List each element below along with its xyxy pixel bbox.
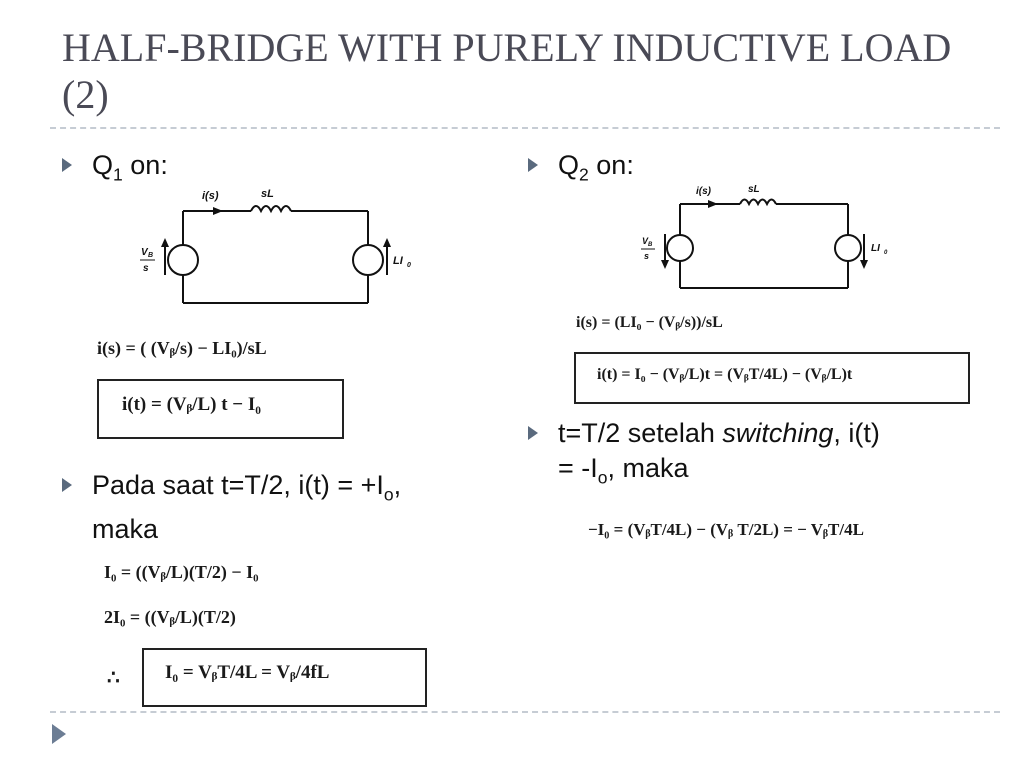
svg-text:LI: LI — [393, 255, 404, 267]
equation-io-2: 2I₀ = ((Vᵦ/L)(T/2) — [104, 607, 236, 627]
svg-text:0: 0 — [884, 250, 888, 256]
current-label: i(s) — [696, 186, 712, 197]
equation-it-q1: i(t) = (Vᵦ/L) t − I₀ — [122, 394, 261, 415]
svg-text:0: 0 — [407, 262, 411, 269]
current-label: i(s) — [202, 190, 219, 202]
equation-box-io-final — [142, 648, 427, 707]
equation-box-it-q1 — [97, 379, 344, 439]
title-divider — [50, 127, 1000, 129]
footer-divider — [50, 711, 1000, 713]
bullet-arrow-icon — [528, 158, 538, 172]
equation-final-q2: −I₀ = (VᵦT/4L) − (Vᵦ T/2L) = − VᵦT/4L — [588, 520, 864, 539]
equation-box-it-q2 — [574, 352, 970, 404]
therefore-symbol: ∴ — [107, 667, 120, 689]
bullet-q1-on: Q1 on: — [62, 148, 168, 192]
equation-io-final: I₀ = VᵦT/4L = Vᵦ/4fL — [165, 662, 330, 683]
equation-is-q2: i(s) = (LI₀ − (Vᵦ/s))/sL — [576, 314, 723, 331]
equation-is-q1: i(s) = ( (Vᵦ/s) − LI₀)/sL — [97, 338, 267, 358]
svg-text:B: B — [648, 242, 653, 248]
equation-io-1: I₀ = ((Vᵦ/L)(T/2) − I₀ — [104, 562, 259, 582]
circuit-q2-diagram: i(s) sL V B s LI 0 — [641, 184, 888, 289]
svg-text:B: B — [148, 252, 153, 259]
circuit-q1-diagram: i(s) sL V B s LI 0 — [140, 188, 411, 304]
bullet-arrow-icon — [528, 426, 538, 440]
bullet-arrow-icon — [62, 478, 72, 492]
slide-title: HALF-BRIDGE WITH PURELY INDUCTIVE LOAD (… — [62, 25, 952, 117]
equation-it-q2: i(t) = I₀ − (Vᵦ/L)t = (VᵦT/4L) − (Vᵦ/L)t — [597, 366, 853, 383]
svg-text:LI: LI — [871, 243, 880, 254]
bullet-setelah-switching: t=T/2 setelah switching, i(t) = -Io, mak… — [528, 416, 988, 495]
svg-text:s: s — [644, 251, 649, 261]
next-slide-arrow-icon[interactable] — [52, 724, 66, 744]
bullet-q2-on: Q2 on: — [528, 148, 634, 192]
svg-text:V: V — [642, 236, 649, 246]
svg-text:V: V — [141, 247, 149, 258]
bullet-pada-saat: Pada saat t=T/2, i(t) = +Io, maka — [62, 468, 502, 547]
inductor-label: sL — [261, 188, 274, 200]
svg-text:s: s — [143, 263, 149, 274]
inductor-label: sL — [748, 184, 760, 195]
bullet-arrow-icon — [62, 158, 72, 172]
